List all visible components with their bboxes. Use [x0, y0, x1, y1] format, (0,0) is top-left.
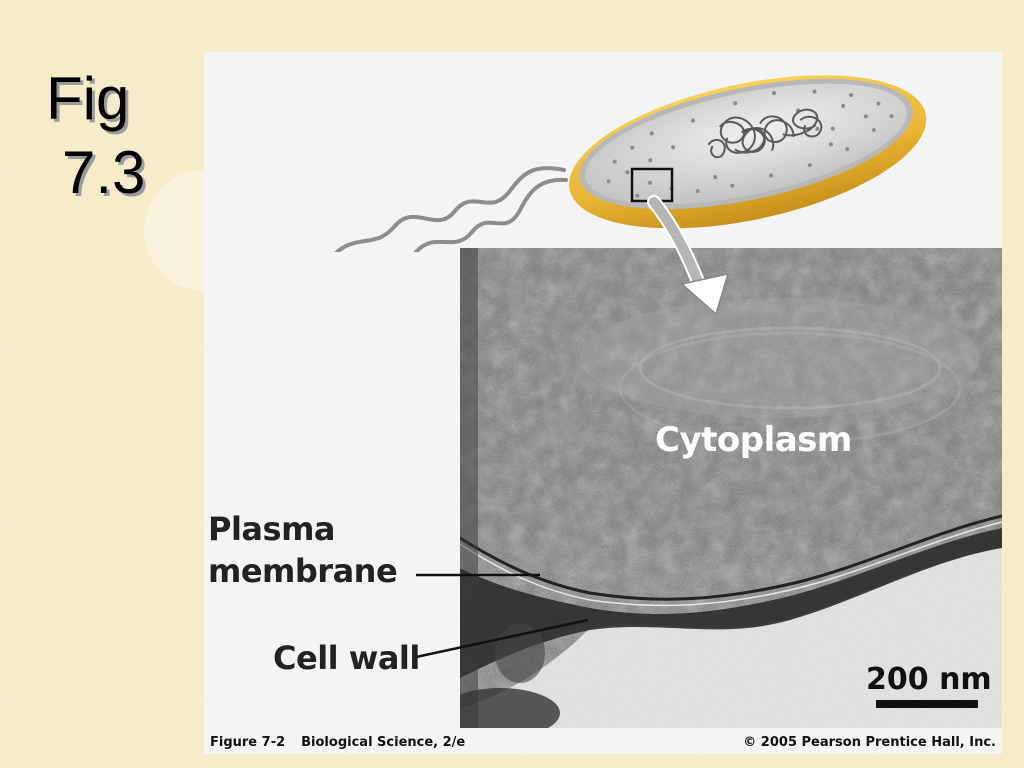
- nucleoid: [707, 108, 823, 159]
- figure-panel: Cytoplasm Plasma membrane Cell wall 200 …: [204, 52, 1002, 754]
- slide-title-line1: Fig: [46, 65, 130, 132]
- slide-title: Fig 7.3: [40, 62, 180, 210]
- electron-micrograph: [460, 248, 1002, 728]
- figure-caption: Figure 7-2 Biological Science, 2/e: [210, 735, 465, 750]
- cytoplasm-label: Cytoplasm: [655, 420, 852, 460]
- ribosomes: [606, 89, 894, 198]
- figure-number: Figure 7-2: [210, 735, 286, 750]
- scale-bar: [876, 700, 978, 708]
- cytoplasm-interior: [585, 83, 907, 205]
- scale-bar-label: 200 nm: [866, 662, 992, 697]
- flagella: [334, 166, 568, 252]
- book-title: Biological Science, 2/e: [301, 735, 466, 750]
- copyright-notice: © 2005 Pearson Prentice Hall, Inc.: [743, 735, 996, 750]
- micrograph-image: [460, 248, 1002, 728]
- plasma-membrane-label: Plasma membrane: [208, 508, 418, 592]
- plasma-membrane-label-line2: membrane: [208, 552, 398, 590]
- slide-title-line2: 7.3: [62, 139, 146, 206]
- bacterium-illustration: [334, 75, 927, 252]
- plasma-membrane-label-line1: Plasma: [208, 510, 336, 548]
- cell-wall-label: Cell wall: [273, 639, 420, 677]
